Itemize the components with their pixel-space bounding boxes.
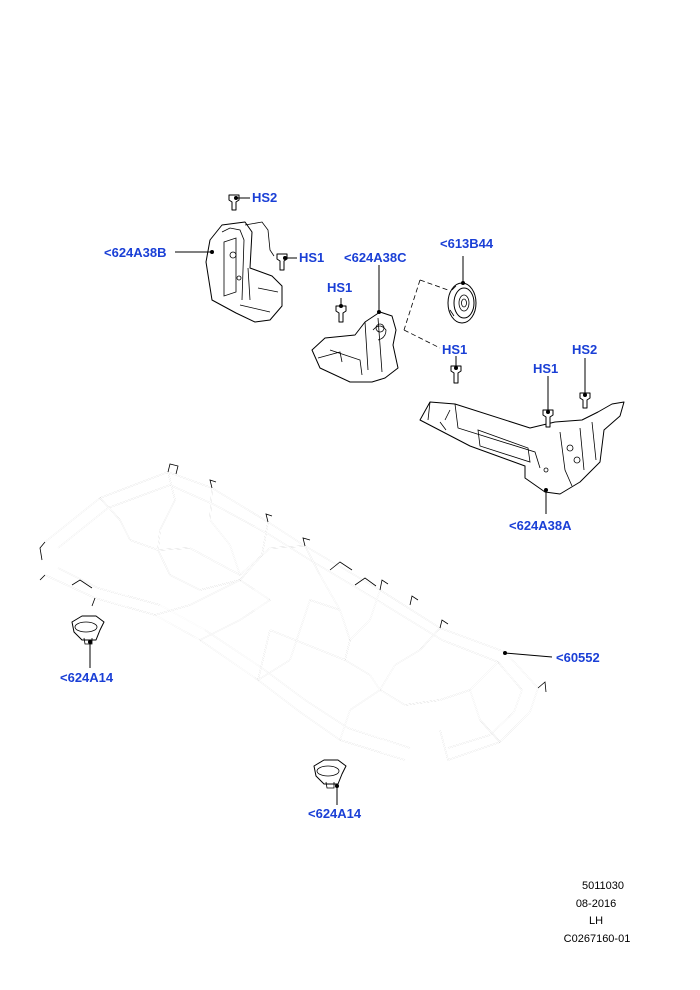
clip-624a14-bottom — [313, 759, 347, 789]
wire-frame-60552 — [39, 463, 547, 761]
callout-624a38b[interactable]: <624A38B — [104, 245, 167, 260]
callout-624a14-left[interactable]: <624A14 — [60, 670, 114, 685]
callout-624a14-bottom[interactable]: <624A14 — [308, 806, 362, 821]
diagram-code: 5011030 — [581, 880, 624, 892]
callout-hs1-right[interactable]: HS1 — [533, 361, 558, 376]
callout-624a38a[interactable]: <624A38A — [509, 518, 572, 533]
callout-hs1-mid[interactable]: HS1 — [442, 342, 467, 357]
bearing-613b44 — [447, 282, 477, 324]
leader-lines — [88, 196, 587, 805]
callout-hs1-top[interactable]: HS1 — [299, 250, 324, 265]
hs1-bolt-center — [335, 305, 347, 323]
hs1-bolt-mid — [450, 365, 462, 384]
callout-60552[interactable]: <60552 — [556, 650, 600, 665]
diagram-side: LH — [588, 915, 604, 927]
hs1-bolt-right — [542, 409, 554, 428]
bracket-624a38b — [205, 221, 283, 323]
hs2-bolt-right — [579, 392, 591, 409]
bracket-624a38a — [419, 401, 625, 495]
callout-613b44[interactable]: <613B44 — [440, 236, 494, 251]
callout-624a38c[interactable]: <624A38C — [344, 250, 407, 265]
callout-hs2-top[interactable]: HS2 — [252, 190, 277, 205]
illustration-id: C0267160-01 — [563, 933, 631, 945]
callout-hs2-right[interactable]: HS2 — [572, 342, 597, 357]
diagram-date: 08-2016 — [575, 898, 617, 910]
clip-624a14-left — [71, 615, 105, 645]
bracket-624a38c — [311, 311, 399, 383]
callout-hs1-center[interactable]: HS1 — [327, 280, 352, 295]
